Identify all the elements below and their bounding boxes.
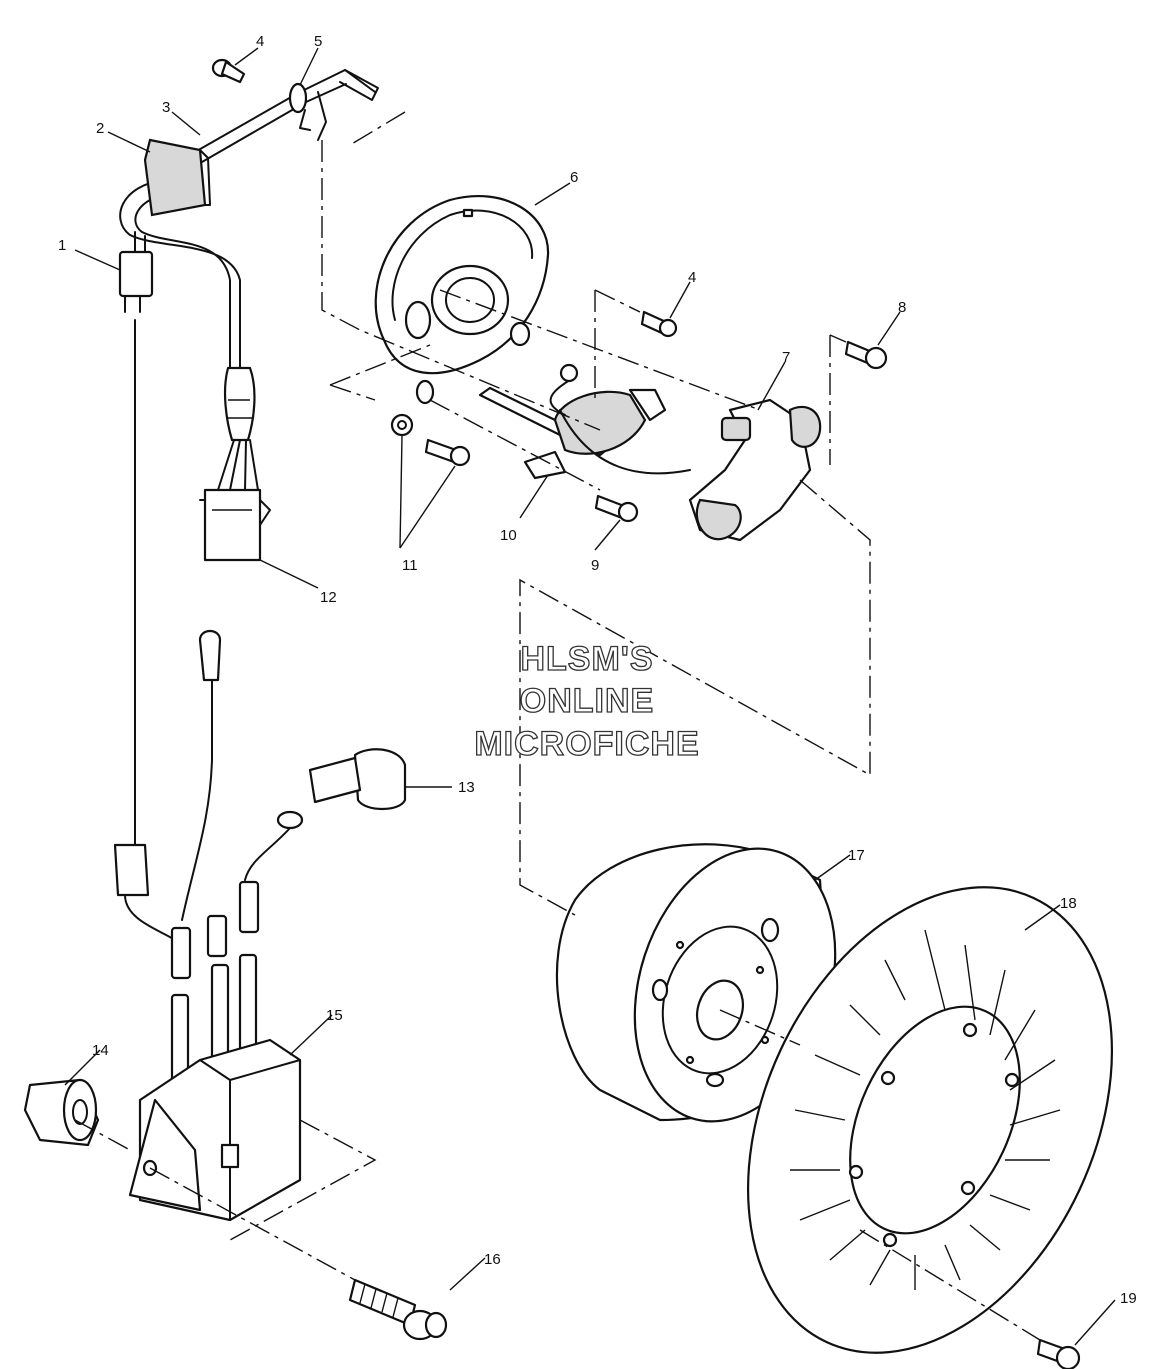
callout-4-stator: 4 <box>688 269 696 286</box>
screw-4-top <box>211 58 246 84</box>
callout-11: 11 <box>402 557 418 574</box>
screw-8 <box>844 340 888 370</box>
cdi-box-15 <box>128 1038 302 1222</box>
callout-15: 15 <box>326 1007 343 1024</box>
callout-9: 9 <box>591 557 599 574</box>
wire-bundle <box>217 366 259 491</box>
callout-12: 12 <box>320 589 337 606</box>
regulator-2 <box>143 138 211 217</box>
screw-washer-11 <box>390 413 471 467</box>
callout-16: 16 <box>484 1251 501 1268</box>
callout-5: 5 <box>314 33 322 50</box>
callout-4-top: 4 <box>256 33 264 50</box>
washer-4 <box>559 363 579 383</box>
stator-plate-6 <box>374 195 550 405</box>
callout-14: 14 <box>92 1042 109 1059</box>
watermark-line-3: MICROFICHE <box>474 725 699 763</box>
screw-19 <box>1036 1338 1081 1369</box>
grommet-14 <box>23 1078 100 1147</box>
ignition-wires <box>113 319 222 941</box>
callout-6: 6 <box>570 169 578 186</box>
bolt-16 <box>348 1278 448 1341</box>
callout-19: 19 <box>1120 1290 1137 1307</box>
watermark: HLSM'S ONLINE MICROFICHE <box>474 639 700 763</box>
cdi-leads <box>170 880 260 1087</box>
callout-17: 17 <box>848 847 865 864</box>
callout-13: 13 <box>458 779 475 796</box>
callout-8: 8 <box>898 299 906 316</box>
coil-lead-wire <box>549 379 691 475</box>
callout-numbers: 1 2 3 4 5 6 4 8 7 11 10 9 12 13 17 18 14… <box>58 33 1137 1307</box>
wire-harness <box>119 69 379 371</box>
callout-3: 3 <box>162 99 170 116</box>
assembly-lines <box>74 111 1041 1341</box>
connector-12 <box>199 488 271 562</box>
cooling-fan-18 <box>747 886 1113 1354</box>
leader-lines <box>64 47 1116 1346</box>
lighting-coil-7 <box>688 398 822 542</box>
spark-plug-cap-13 <box>244 748 407 881</box>
callout-10: 10 <box>500 527 517 544</box>
callout-18: 18 <box>1060 895 1077 912</box>
connector-1 <box>118 250 154 313</box>
callout-7: 7 <box>782 349 790 366</box>
screw-4-stator <box>640 310 678 338</box>
callout-1: 1 <box>58 237 66 254</box>
watermark-line-2: ONLINE <box>520 682 654 720</box>
clamp-5 <box>288 82 327 141</box>
callout-2: 2 <box>96 120 104 137</box>
watermark-line-1: HLSM'S <box>520 640 653 678</box>
ignition-coil-10 <box>478 386 667 480</box>
screw-9 <box>594 494 639 523</box>
